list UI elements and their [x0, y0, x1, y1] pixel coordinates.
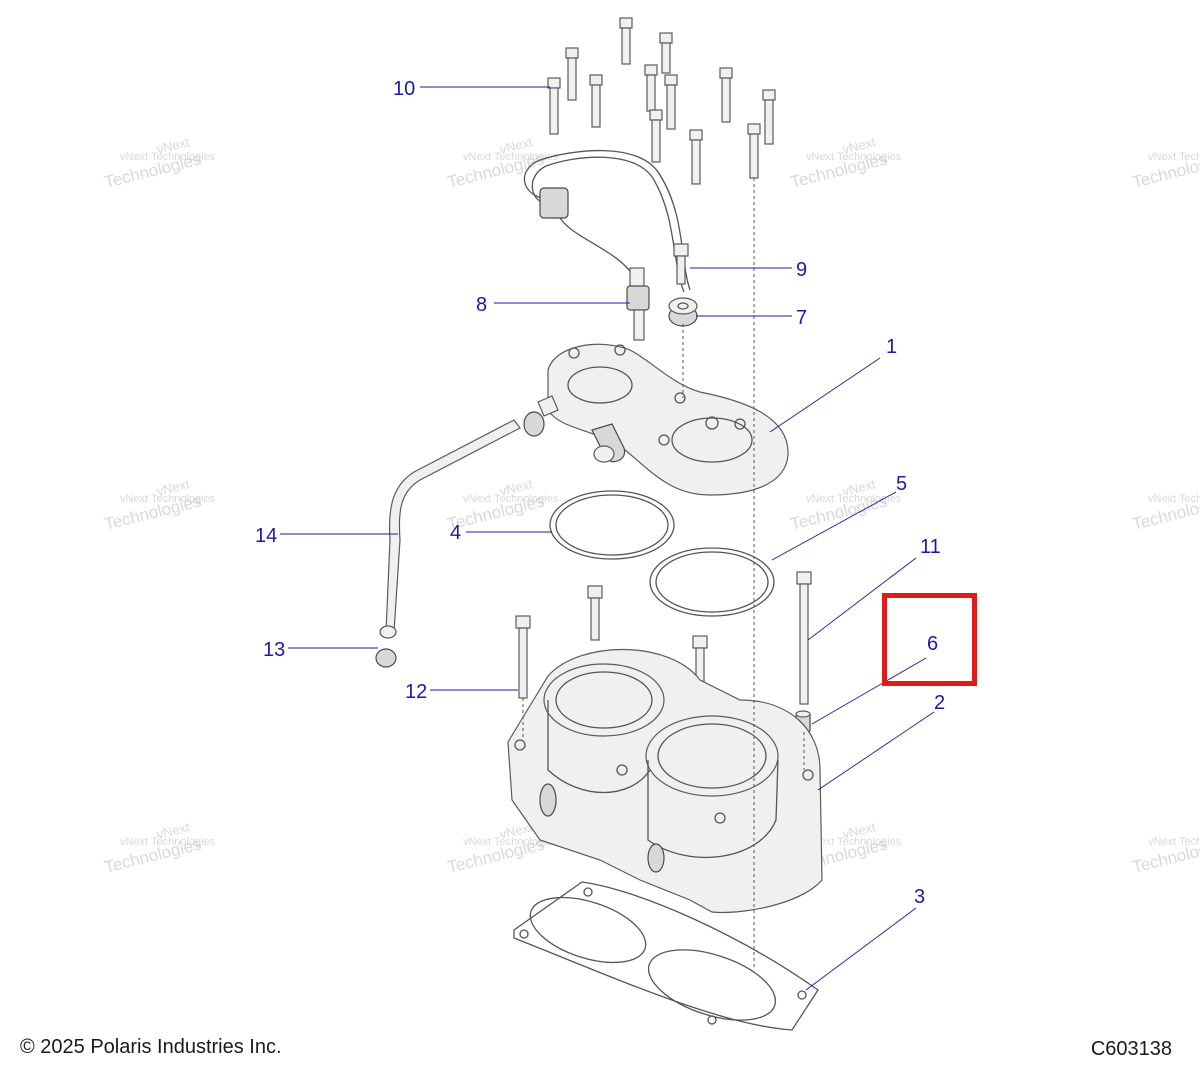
o-ring-4 — [549, 490, 675, 560]
callout-14: 14 — [255, 525, 277, 547]
copyright-text: © 2025 Polaris Industries Inc. — [20, 1036, 282, 1058]
head-bolt — [659, 32, 673, 74]
alignment-lines — [522, 178, 805, 970]
hose-clamp — [375, 625, 397, 668]
callout-labels: 1 2 3 4 5 6 7 8 9 10 11 12 13 14 — [255, 78, 945, 908]
watermark: vNext vNext Technologies Technologies — [445, 476, 558, 534]
cylinder-bolt — [796, 571, 812, 705]
highlight-box-callout-6 — [882, 593, 977, 686]
watermark: vNext vNext Technologies Technologies — [788, 134, 901, 192]
callout-3: 3 — [914, 886, 925, 908]
head-bolt — [762, 89, 776, 145]
callout-1: 1 — [886, 336, 897, 358]
temperature-sensor — [523, 149, 691, 341]
head-bolt — [547, 77, 561, 135]
callout-8: 8 — [476, 294, 487, 316]
callout-12: 12 — [405, 681, 427, 703]
watermark: vNext vNext Technologies Technologies — [788, 476, 901, 534]
o-ring-5 — [649, 547, 775, 617]
cylinder-head — [537, 343, 789, 496]
svg-text:vNext Technologies: vNext Technologies — [1148, 493, 1200, 505]
callout-2: 2 — [934, 692, 945, 714]
svg-text:vNext Technologies: vNext Technologies — [463, 836, 559, 848]
svg-text:vNext Technologies: vNext Technologies — [463, 493, 559, 505]
hose-clamp-upper — [523, 411, 545, 437]
svg-text:vNext Technologies: vNext Technologies — [1148, 151, 1200, 163]
svg-text:vNext Technologies: vNext Technologies — [120, 836, 216, 848]
svg-text:vNext Technologies: vNext Technologies — [120, 493, 216, 505]
head-bolt — [565, 47, 579, 101]
callout-11: 11 — [920, 536, 941, 558]
callout-5: 5 — [896, 473, 907, 495]
svg-text:vNext Technologies: vNext Technologies — [806, 836, 902, 848]
head-bolt — [689, 129, 703, 185]
callout-13: 13 — [263, 639, 285, 661]
callout-6: 6 — [927, 633, 938, 655]
cylinder-block — [507, 648, 823, 914]
watermark: vNext vNext Technologies Technologies — [102, 476, 215, 534]
watermark: vNext vNext Technologies Technologies — [445, 134, 558, 192]
watermark: vNext vNext Technologies Technologies — [102, 134, 215, 192]
screw — [673, 243, 689, 285]
head-bolt — [649, 109, 663, 163]
drawing-id: C603138 — [1090, 1038, 1172, 1060]
watermark: vNext Technologies Technologies — [1130, 491, 1200, 533]
callout-7: 7 — [796, 307, 807, 329]
cylinder-bolt — [515, 615, 531, 699]
callout-4: 4 — [450, 522, 461, 544]
head-bolt — [747, 123, 761, 179]
watermark: vNext Technologies Technologies — [1130, 834, 1200, 876]
cylinder-bolt — [587, 585, 603, 641]
svg-text:vNext Technologies: vNext Technologies — [463, 151, 559, 163]
head-bolt-group — [547, 17, 776, 185]
head-bolt — [664, 74, 678, 130]
head-bolt — [644, 64, 658, 112]
head-bolt — [619, 17, 633, 65]
sensor-nut — [668, 297, 698, 327]
svg-text:vNext Technologies: vNext Technologies — [120, 151, 216, 163]
watermark: vNext vNext Technologies Technologies — [102, 819, 215, 877]
svg-text:vNext Technologies: vNext Technologies — [1148, 836, 1200, 848]
leader-lines — [280, 86, 935, 991]
svg-text:vNext Technologies: vNext Technologies — [806, 151, 902, 163]
base-gasket — [513, 881, 819, 1031]
callout-9: 9 — [796, 259, 807, 281]
head-bolt — [719, 67, 733, 123]
watermark: vNext Technologies Technologies — [1130, 149, 1200, 191]
callout-10: 10 — [393, 78, 415, 100]
head-bolt — [589, 74, 603, 128]
